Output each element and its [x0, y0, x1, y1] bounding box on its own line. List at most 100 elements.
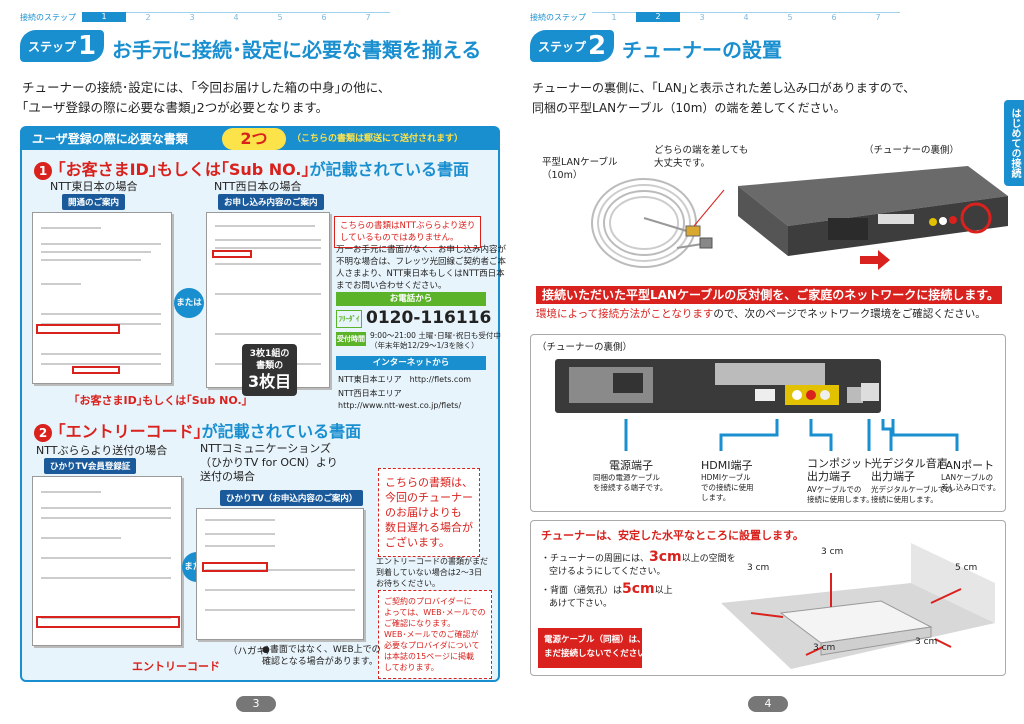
cable-label-line: 平型LANケーブル — [542, 157, 618, 168]
step-bar: 接続のステップ 1 2 3 4 5 6 7 — [530, 10, 900, 24]
bullet-text: 以上の空間を — [681, 554, 736, 564]
section1-number: 1 — [34, 162, 52, 180]
bullet-text: あけて下さい。 — [549, 599, 613, 609]
arrival-line: お待ちください。 — [376, 579, 440, 588]
ntt-entry-highlight — [202, 562, 268, 572]
step-6: 6 — [302, 12, 346, 22]
arrival-line: 到着していない場合は2〜3日 — [376, 568, 482, 577]
provider-line: よっては、WEB･メールでの — [384, 608, 486, 617]
callout-line-big: 3枚目 — [248, 372, 292, 391]
step-1: 1 — [82, 12, 126, 22]
ntt-label: NTTコミュニケーションズ （ひかりTV for OCN）より 送付の場合 — [200, 442, 338, 484]
section2-title-red: ｢エントリーコード｣ — [57, 422, 202, 441]
step-2: 2 — [636, 12, 680, 22]
intro-text: チューナーの接続･設定には、｢今回お届けした箱の中身｣の他に、 ｢ユーザ登録の際… — [22, 78, 390, 118]
section1-title-red: ｢お客さまID｣もしくは｢Sub NO.｣ — [57, 160, 310, 179]
alert-subtext: 環境によって接続方法がことなりますので、次のページでネットワーク環境をご確認くだ… — [536, 306, 986, 321]
postcard-label: （ハガキ） — [228, 646, 276, 657]
port-lan-name: LANポート — [939, 459, 995, 472]
west-doc-tag: お申し込み内容のご案内 — [218, 194, 324, 210]
provider-note: ご契約のプロバイダーに よっては、WEB･メールでの ご確認になります。 WEB… — [378, 590, 492, 679]
cm-top: 3 cm — [821, 547, 844, 557]
freedial-icon: ﾌﾘｰﾀﾞｲﾔﾙ — [336, 310, 362, 339]
or-bubble-1: または — [174, 288, 204, 318]
intro-line: チューナーの接続･設定には、｢今回お届けした箱の中身｣の他に、 — [22, 80, 391, 95]
port-desc-line: AVケーブルでの — [807, 485, 862, 494]
third-sheet-callout: 3枚1組の 書類の 3枚目 — [242, 344, 298, 396]
info-line: までお問い合わせください。 — [336, 281, 447, 291]
hours-text: 9:00〜21:00 土曜･日曜･祝日も受付中 （年末年始12/29〜1/3を除… — [370, 331, 501, 351]
cm-bottom: 3 cm — [813, 643, 836, 653]
port-desc-line: 同梱の電源ケーブル — [593, 473, 661, 482]
tuner-rear-panel — [555, 359, 881, 413]
provider-line: は本誌の15ページに掲載 — [384, 652, 475, 661]
rear-label: （チューナーの裏側） — [537, 342, 633, 353]
port-desc-line: 接続に使用します。 — [871, 495, 938, 504]
port-desc-line: します。 — [701, 493, 731, 502]
east-url[interactable]: NTT東日本エリア http://flets.com — [338, 375, 472, 384]
arrival-note: エントリーコードの書類がまだ 到着していない場合は2〜3日 お待ちください。 — [376, 556, 488, 589]
either-end-line: 大丈夫です。 — [654, 158, 711, 169]
port-name-line: 光デジタル音声 — [871, 457, 948, 470]
panel-note: （こちらの書類は郵送にて送付されます） — [292, 134, 464, 144]
port-power-name: 電源端子 — [609, 459, 653, 472]
inquiry-info: 万一お手元に書面がなく、お申し込み内容が 不明な場合は、フレッツ光回線ご契約者ご… — [336, 244, 506, 292]
step-1: 1 — [592, 12, 636, 22]
port-desc-line: 差し込み口です。 — [941, 483, 1001, 492]
port-name-line: 出力端子 — [807, 470, 851, 483]
cable-label-line: （10m） — [542, 170, 583, 181]
page-number: 3 — [236, 696, 276, 712]
port-name-line: コンポジット — [807, 457, 873, 470]
ntt-doc-tag: ひかりTV（お申込内容のご案内） — [220, 490, 364, 506]
cm-bottom-right: 3 cm — [915, 637, 938, 647]
placement-illustration — [721, 543, 995, 669]
callout-line: 書類の — [256, 361, 284, 371]
port-hdmi-desc: HDMIケーブル での接続に使用 します。 — [701, 473, 754, 503]
section1-title-rest: が記載されている書面 — [309, 160, 470, 179]
placement-title-red: チューナーは、 — [541, 529, 618, 542]
alert-sub-red: 環境によって接続方法がことなります — [536, 308, 714, 320]
ntt-label-line: 送付の場合 — [200, 470, 255, 483]
documents-panel: ユーザ登録の際に必要な書類 2つ （こちらの書類は郵送にて送付されます） 1 ｢… — [20, 126, 506, 682]
web-note-line: ●書面ではなく、WEB上での — [262, 645, 381, 655]
step-4: 4 — [724, 12, 768, 22]
east-doc-tag: 開通のご案内 — [62, 194, 126, 210]
west-url[interactable]: NTT西日本エリア http://www.ntt-west.co.jp/flet… — [338, 388, 461, 412]
step-5: 5 — [768, 12, 812, 22]
east-document-image — [32, 212, 172, 384]
cm-right: 5 cm — [955, 563, 978, 573]
step-7: 7 — [346, 12, 390, 22]
plala-entry-highlight — [36, 616, 180, 628]
page-number: 4 — [748, 696, 788, 712]
hours-line: 9:00〜21:00 土曜･日曜･祝日も受付中 — [370, 331, 501, 340]
spacing-bullet-1: ・チューナーの周囲には、3cm以上の空間を 空けるようにしてください。 — [541, 550, 736, 579]
placement-title-rest: 安定した水平なところに設置します。 — [618, 529, 804, 542]
section2-number: 2 — [34, 424, 52, 442]
step-badge-prefix: ステップ — [27, 39, 76, 54]
east-label: NTT東日本の場合 — [50, 180, 138, 193]
web-note: ●書面ではなく、WEB上での 確認となる場合があります。 — [262, 644, 381, 668]
plala-doc-tag: ひかりTV会員登録証 — [44, 458, 137, 474]
count-badge: 2つ — [222, 128, 286, 150]
port-hdmi-name: HDMI端子 — [701, 459, 753, 472]
step-6: 6 — [812, 12, 856, 22]
power-cable-warning: 電源ケーブル（同梱）は、 まだ接続しないでください。 — [538, 628, 655, 668]
phone-number[interactable]: 0120-116116 — [366, 308, 492, 328]
warning-line: 電源ケーブル（同梱）は、 — [544, 635, 646, 645]
west-url-line: NTT西日本エリア — [338, 389, 402, 398]
late-note-line: のお届けよりも — [385, 506, 462, 519]
ntt-document-image — [196, 508, 364, 640]
info-line: 万一お手元に書面がなく、お申し込み内容が — [336, 245, 507, 255]
spacing-bullet-2: ・背面（通気孔）は5cm以上 あけて下さい。 — [541, 582, 673, 611]
page-title: お手元に接続･設定に必要な書類を揃える — [112, 38, 482, 62]
warning-line: まだ接続しないでください。 — [544, 649, 655, 659]
bullet-text: 空けるようにしてください。 — [549, 567, 666, 577]
tuner-back-illustration — [738, 166, 1008, 270]
hours-line: （年末年始12/29〜1/3を除く） — [370, 341, 479, 350]
cable-label: 平型LANケーブル （10m） — [542, 156, 618, 182]
port-name-line: 出力端子 — [871, 470, 915, 483]
provider-line: 必要なプロバイダについて — [384, 641, 480, 650]
section1-title: 1 ｢お客さまID｣もしくは｢Sub NO.｣が記載されている書面 — [34, 156, 469, 180]
